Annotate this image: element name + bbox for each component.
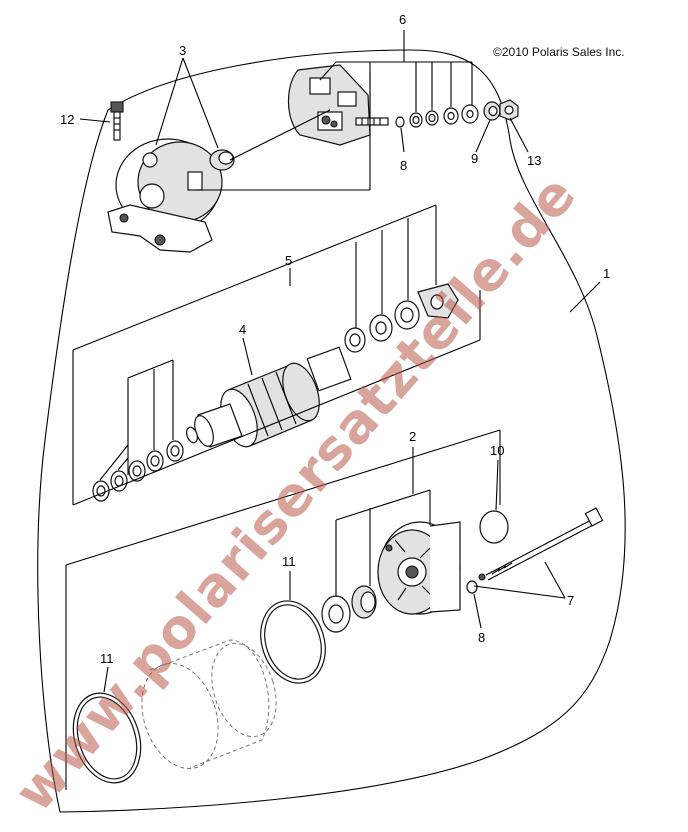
bolt [110,101,124,141]
drive-end-housing [377,521,461,615]
callout-11-upper: 11 [282,554,296,569]
yoke-housing [141,639,277,770]
o-ring-lower [72,692,142,784]
callout-7: 7 [567,593,574,608]
callout-9: 9 [471,151,478,166]
bearing [351,585,377,619]
seal-washer [321,595,351,633]
armature [185,346,352,448]
callout-12: 12 [60,112,74,127]
end-bracket [107,138,223,253]
callout-1: 1 [603,266,610,281]
callout-5: 5 [285,253,292,268]
terminal-hardware [395,99,519,128]
armature-washers-right [344,283,459,353]
assembly-outline [37,49,626,813]
callout-labels: 1 2 3 4 5 6 7 8 8 9 10 11 11 12 13 [60,12,610,666]
brush-holder [287,64,389,146]
copyright-notice: ©2010 Polaris Sales Inc. [493,45,625,59]
o-ring-upper [260,600,326,684]
callout-3: 3 [179,43,186,58]
callout-8-lower: 8 [478,630,485,645]
callout-10: 10 [490,443,504,458]
bushing [209,149,235,171]
callout-11-lower: 11 [100,651,114,666]
through-bolts [485,507,604,581]
cap [479,510,509,544]
callout-2: 2 [409,429,416,444]
small-washer [466,573,486,594]
callout-4: 4 [239,322,246,337]
callout-8-upper: 8 [400,158,407,173]
leader-lines [65,30,601,790]
armature-washers-left [92,440,184,502]
callout-13: 13 [527,153,541,168]
callout-6: 6 [399,12,406,27]
